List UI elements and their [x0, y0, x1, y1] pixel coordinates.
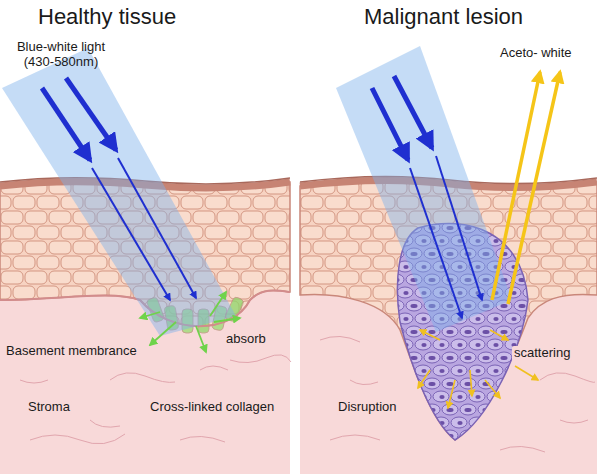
structure-label: Cross-linked collagen	[148, 400, 276, 415]
panel-heading: Malignant lesion	[364, 4, 523, 29]
callout-label: Aceto- white	[500, 46, 572, 61]
panel-heading: Healthy tissue	[38, 4, 176, 29]
light-label: Blue-white light (430-580nm)	[2, 40, 120, 70]
callout-label: scattering	[512, 346, 572, 361]
structure-label: Stroma	[26, 400, 72, 415]
structure-label: Disruption	[336, 400, 399, 415]
structure-label: Basement membrance	[4, 344, 139, 359]
callout-label: absorb	[224, 332, 268, 347]
